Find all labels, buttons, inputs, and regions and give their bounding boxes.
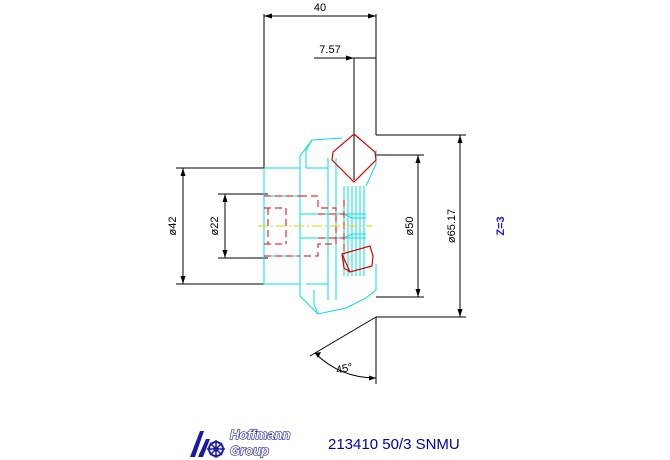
dimension-7-57: 7.57 xyxy=(319,44,340,56)
hoffmann-group-logo: Hoffmann Group xyxy=(190,426,291,459)
dimension-dia-65-17: ø65.17 xyxy=(446,209,458,243)
logo-text-line1: Hoffmann xyxy=(230,427,290,442)
dimension-dia-42: ø42 xyxy=(167,217,179,236)
dimension-arrows xyxy=(180,13,463,381)
insert-outline xyxy=(331,133,377,273)
logo-text-line2: Group xyxy=(230,443,269,458)
teeth-count-label: Z=3 xyxy=(495,216,507,235)
cutter-body-outline xyxy=(263,137,377,315)
dimension-angle-45: 45° xyxy=(335,361,354,376)
dimension-40: 40 xyxy=(314,2,326,14)
dimension-dia-50: ø50 xyxy=(404,217,416,236)
part-code: 213410 50/3 SNMU xyxy=(328,436,460,453)
logo-emblem-icon xyxy=(190,431,225,458)
dimension-lines xyxy=(176,14,466,384)
dimension-dia-22: ø22 xyxy=(209,217,221,236)
